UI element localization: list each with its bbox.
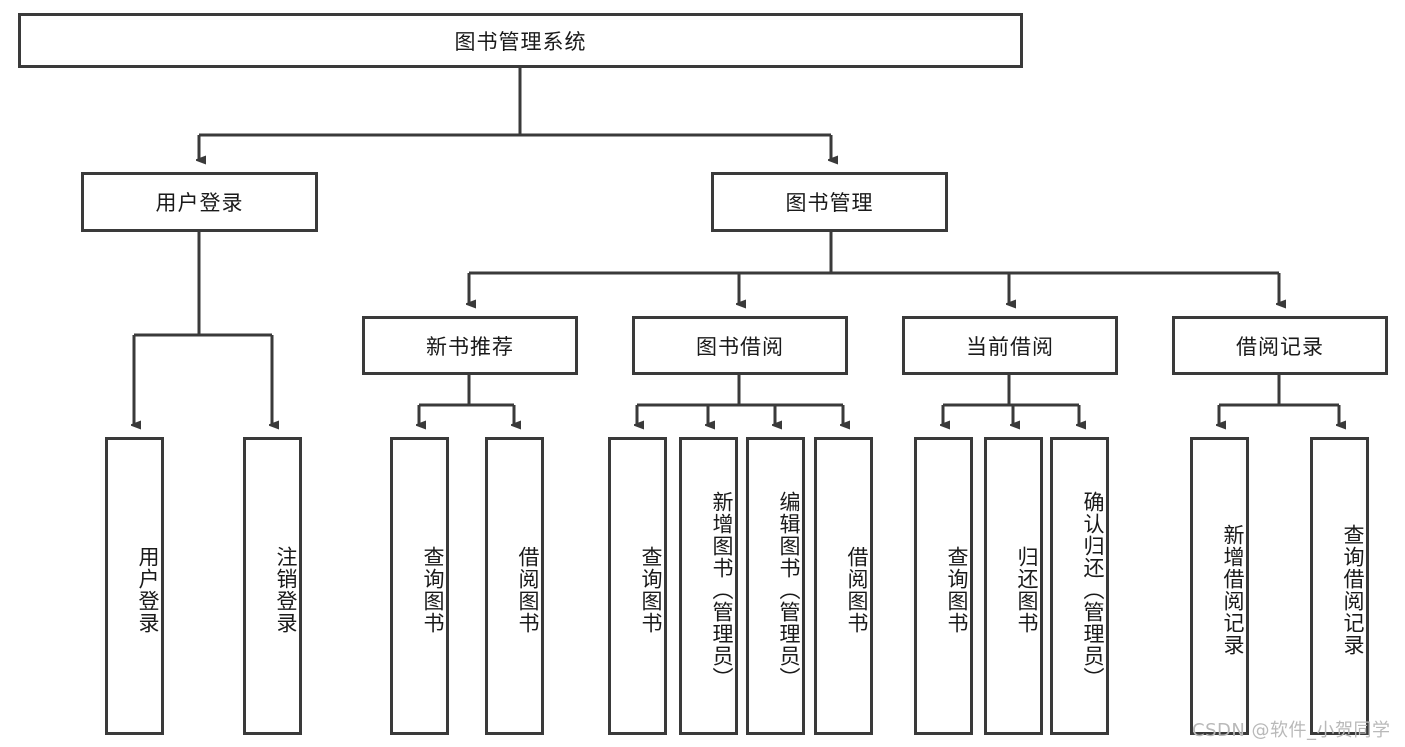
leaf-user-login[interactable]: 用户登录 — [105, 437, 164, 735]
leaf-query-book-1-label: 查询图书 — [421, 546, 445, 634]
leaf-return-book[interactable]: 归还图书 — [984, 437, 1043, 735]
leaf-borrow-book-2[interactable]: 借阅图书 — [814, 437, 873, 735]
leaf-add-record[interactable]: 新增借阅记录 — [1190, 437, 1249, 735]
node-root[interactable]: 图书管理系统 — [18, 13, 1023, 68]
node-user-login-label: 用户登录 — [155, 191, 244, 215]
leaf-add-record-label: 新增借阅记录 — [1221, 524, 1245, 656]
leaf-confirm-return[interactable]: 确认归还（管理员） — [1050, 437, 1109, 735]
leaf-user-login-label: 用户登录 — [136, 546, 160, 634]
node-new-book-rec-label: 新书推荐 — [426, 334, 514, 359]
leaf-logout[interactable]: 注销登录 — [243, 437, 302, 735]
node-new-book-rec[interactable]: 新书推荐 — [362, 316, 578, 375]
node-root-label: 图书管理系统 — [454, 29, 587, 54]
leaf-logout-label: 注销登录 — [274, 546, 298, 634]
leaf-query-book-3[interactable]: 查询图书 — [914, 437, 973, 735]
leaf-query-record[interactable]: 查询借阅记录 — [1310, 437, 1369, 735]
node-book-borrow-label: 图书借阅 — [696, 334, 784, 359]
watermark-text: CSDN @软件_小贺同学 — [1192, 720, 1391, 741]
node-book-borrow[interactable]: 图书借阅 — [632, 316, 848, 375]
leaf-return-book-label: 归还图书 — [1015, 546, 1039, 634]
leaf-add-book-label: 新增图书（管理员） — [710, 491, 734, 689]
watermark: CSDN @软件_小贺同学 — [1192, 716, 1391, 742]
leaf-confirm-return-label: 确认归还（管理员） — [1081, 491, 1105, 689]
node-borrow-record[interactable]: 借阅记录 — [1172, 316, 1388, 375]
node-user-login[interactable]: 用户登录 — [81, 172, 318, 232]
leaf-query-book-2-label: 查询图书 — [639, 546, 663, 634]
node-current-borrow-label: 当前借阅 — [966, 334, 1054, 359]
node-book-manage-label: 图书管理 — [785, 191, 874, 215]
leaf-borrow-book-2-label: 借阅图书 — [845, 546, 869, 634]
leaf-borrow-book-1[interactable]: 借阅图书 — [485, 437, 544, 735]
node-borrow-record-label: 借阅记录 — [1236, 334, 1324, 359]
node-book-manage[interactable]: 图书管理 — [711, 172, 948, 232]
leaf-edit-book[interactable]: 编辑图书（管理员） — [746, 437, 805, 735]
leaf-query-book-2[interactable]: 查询图书 — [608, 437, 667, 735]
leaf-add-book[interactable]: 新增图书（管理员） — [679, 437, 738, 735]
leaf-edit-book-label: 编辑图书（管理员） — [777, 491, 801, 689]
leaf-query-book-3-label: 查询图书 — [945, 546, 969, 634]
leaf-query-record-label: 查询借阅记录 — [1341, 524, 1365, 656]
leaf-query-book-1[interactable]: 查询图书 — [390, 437, 449, 735]
leaf-borrow-book-1-label: 借阅图书 — [516, 546, 540, 634]
node-current-borrow[interactable]: 当前借阅 — [902, 316, 1118, 375]
